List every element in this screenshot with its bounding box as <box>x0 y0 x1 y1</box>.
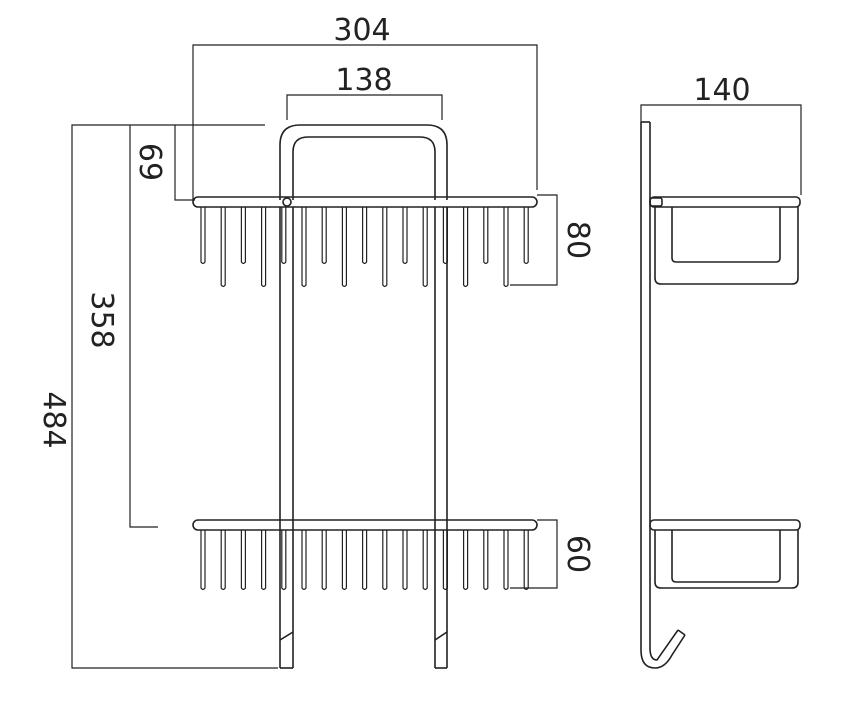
tine <box>200 530 206 591</box>
dim-shelf-spacing-label: 358 <box>84 291 119 348</box>
dim-overall-height: 484 <box>36 124 278 669</box>
front-view <box>192 124 538 669</box>
top-shelf-tines <box>200 207 529 288</box>
top-shelf-bar <box>192 196 538 208</box>
dim-depth-label: 140 <box>693 73 750 108</box>
top-basket-rail <box>649 196 801 208</box>
tine <box>523 207 529 265</box>
dim-overall-width: 304 <box>192 13 538 200</box>
tine <box>220 207 226 288</box>
tine <box>442 207 448 265</box>
tine <box>442 530 448 591</box>
handle-outer <box>279 124 448 200</box>
tine <box>463 530 469 591</box>
dim-depth: 140 <box>640 73 802 195</box>
bottom-shelf-tines <box>200 530 529 591</box>
top-basket-body <box>654 207 799 285</box>
tine <box>503 530 509 591</box>
tine <box>321 207 327 265</box>
tine <box>220 530 226 591</box>
bottom-shelf-bar <box>192 519 538 531</box>
tine <box>321 530 327 591</box>
tine <box>341 530 347 591</box>
bottom-basket-body <box>654 530 799 589</box>
dim-top-basket-height-label: 80 <box>560 221 595 259</box>
tine <box>281 530 287 591</box>
tine <box>261 207 267 288</box>
tine <box>382 530 388 591</box>
handle-inner <box>292 136 436 200</box>
dim-bottom-basket-height: 60 <box>510 519 595 589</box>
tine <box>402 530 408 591</box>
tine <box>240 530 246 591</box>
tine <box>301 530 307 591</box>
tine <box>503 207 509 288</box>
dim-overall-width-label: 304 <box>333 13 390 48</box>
tine <box>523 530 529 591</box>
wall-plate <box>640 122 686 669</box>
tine <box>341 207 347 288</box>
tine <box>240 207 246 265</box>
tine <box>483 207 489 265</box>
tine <box>422 530 428 591</box>
bottom-basket-rail <box>649 519 801 531</box>
tine <box>362 207 368 265</box>
tine <box>483 530 489 591</box>
dim-overall-height-label: 484 <box>36 391 71 448</box>
side-view <box>640 121 801 669</box>
tine <box>362 530 368 591</box>
dim-handle-width-label: 138 <box>335 63 392 98</box>
dim-handle-width: 138 <box>286 63 443 120</box>
tine <box>200 207 206 265</box>
tine <box>281 207 287 265</box>
dim-handle-height: 69 <box>132 124 265 201</box>
dim-bottom-basket-height-label: 60 <box>560 535 595 573</box>
tine <box>422 207 428 288</box>
dim-top-basket-height: 80 <box>510 194 595 286</box>
tine <box>382 207 388 288</box>
tine <box>301 207 307 288</box>
dim-handle-height-label: 69 <box>132 143 167 181</box>
tine <box>402 207 408 265</box>
tine <box>261 530 267 591</box>
dim-shelf-spacing: 358 <box>84 125 158 528</box>
tine <box>463 207 469 288</box>
